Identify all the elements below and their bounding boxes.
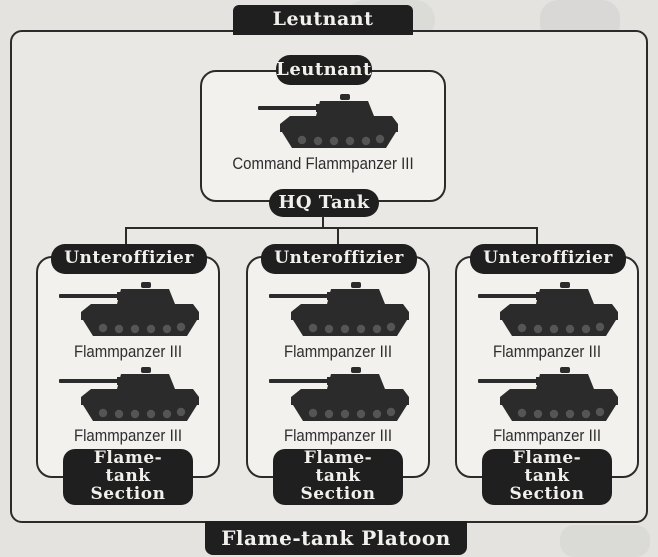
hq-role-label: Leutnant [276,55,372,85]
background-figure-bottom [560,525,650,557]
vehicle-label: Flammpanzer III [73,342,183,361]
tank-icon [263,365,413,425]
tank-icon [53,280,203,340]
section-name-label: Flame-tank Section [482,449,612,505]
section-role-label: Unteroffizier [470,244,626,274]
vehicle-label: Flammpanzer III [283,426,393,445]
vehicle-label: Flammpanzer III [492,342,602,361]
vehicle-label: Flammpanzer III [283,342,393,361]
vehicle-label: Flammpanzer III [73,426,183,445]
connector-middle [337,227,339,247]
section-box [455,256,639,478]
connector-left [125,227,127,247]
tank-icon [472,280,622,340]
connector-right [536,227,538,247]
platoon-commander-title: Leutnant [233,5,413,35]
section-name-label: Flame-tank Section [63,449,193,505]
section-role-label: Unteroffizier [261,244,417,274]
tank-icon [472,365,622,425]
connector-horizontal [125,227,537,229]
hq-tank-label: HQ Tank [269,189,379,217]
section-role-label: Unteroffizier [51,244,207,274]
tank-icon [53,365,203,425]
section-name-label: Flame-tank Section [273,449,403,505]
hq-vehicle-label: Command Flammpanzer III [232,154,414,173]
platoon-name-label: Flame-tank Platoon [205,521,467,555]
section-box [36,256,220,478]
connector-trunk [322,216,324,228]
vehicle-label: Flammpanzer III [492,426,602,445]
tank-icon [263,280,413,340]
hq-tank-icon [252,92,402,152]
